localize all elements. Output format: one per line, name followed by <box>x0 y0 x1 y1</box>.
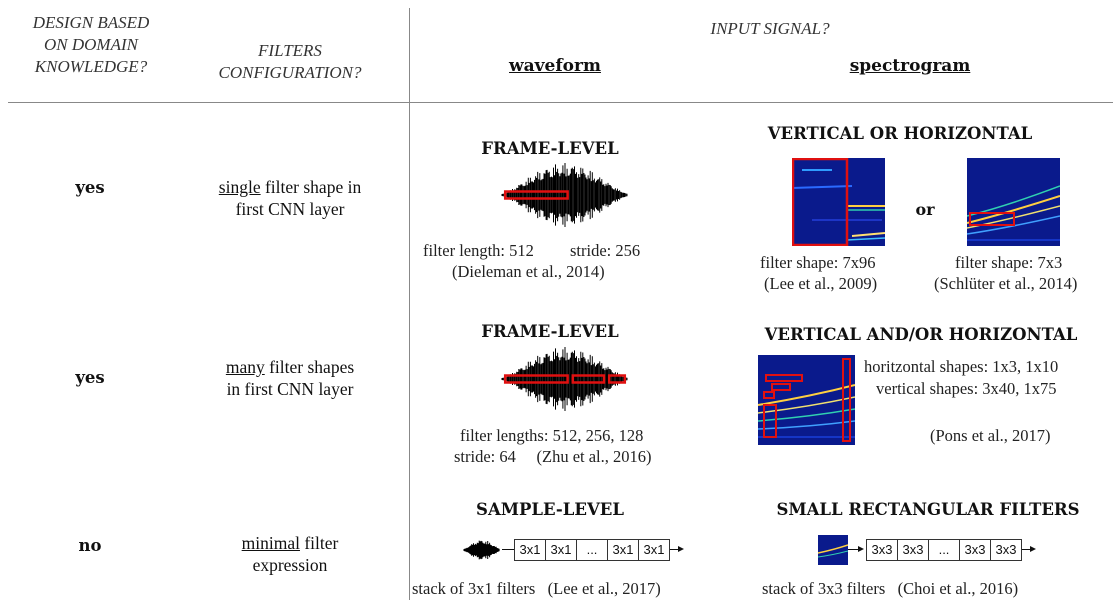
row3-wave-arrow-out <box>670 549 680 550</box>
row3-spec-title: SMALL RECTANGULAR FILTERS <box>776 500 1080 519</box>
row3-config-rest: filter <box>299 533 339 553</box>
row3-wave-cell: 3x1 <box>546 539 577 561</box>
row2-config-rest: filter shapes <box>264 357 355 377</box>
row3-mini-spectrogram <box>818 535 848 565</box>
row2-wave-note-a: filter lengths: 512, 256, 128 <box>460 426 644 445</box>
waveform-filter-box <box>503 374 569 384</box>
header-input-signal: INPUT SIGNAL? <box>710 19 830 38</box>
row3-mini-spectrogram-image <box>818 544 848 558</box>
row3-spec-cells: 3x3 3x3 ... 3x3 3x3 <box>866 539 1022 561</box>
column-divider <box>409 8 410 600</box>
row3-config-underlined: minimal <box>241 533 300 553</box>
row2-filter-v2 <box>842 358 851 442</box>
row1-config: single filter shape in first CNN layer <box>175 176 405 220</box>
row3-config-line2: expression <box>252 555 328 575</box>
row2-filter-h2 <box>771 383 791 391</box>
row3-wave-cells: 3x1 3x1 ... 3x1 3x1 <box>514 539 670 561</box>
row1-spec-or: or <box>915 200 935 219</box>
row1-spec-note2: filter shape: 7x3 <box>955 253 1063 272</box>
row1-wave-note-a: filter length: 512 <box>423 241 534 260</box>
row1-config-underlined: single <box>218 177 261 197</box>
row1-spectrogram-a-image <box>792 158 885 246</box>
row2-spec-v: vertical shapes: 3x40, 1x75 <box>876 379 1057 398</box>
row1-filter-small <box>969 212 1015 226</box>
row2-waveform <box>501 347 628 411</box>
row1-spectrogram-b <box>967 158 1060 246</box>
row3-spec-cell: 3x3 <box>866 539 898 561</box>
row3-domain: no <box>78 536 102 555</box>
waveform-filter-box <box>571 374 606 384</box>
row3-spec-arrow-head-in <box>858 546 864 552</box>
header-waveform: waveform <box>509 56 601 76</box>
row3-wave-cell: 3x1 <box>639 539 670 561</box>
row1-filter-vertical <box>792 158 849 246</box>
row1-config-rest: filter shape in <box>260 177 362 197</box>
row2-config-line2: in first CNN layer <box>226 379 354 399</box>
row3-spec-cell: 3x3 <box>991 539 1022 561</box>
header-spectrogram: spectrogram <box>849 56 971 76</box>
waveform-filter-box <box>607 374 627 384</box>
header-domain-knowledge: DESIGN BASED ON DOMAIN KNOWLEDGE? <box>32 13 150 76</box>
row1-wave-note-b: stride: 256 <box>570 241 641 260</box>
row2-spectrogram <box>758 355 855 445</box>
row3-config: minimal filter expression <box>175 532 405 576</box>
row3-wave-note: stack of 3x1 filters (Lee et al., 2017) <box>412 579 661 598</box>
row2-spectrogram-image <box>758 358 855 442</box>
row3-mini-waveform <box>463 540 500 560</box>
row3-spec-cell: 3x3 <box>898 539 929 561</box>
row1-domain: yes <box>75 178 105 197</box>
row2-wave-note-b: stride: 64 (Zhu et al., 2016) <box>454 447 652 466</box>
row2-filter-h3 <box>763 391 775 399</box>
row3-spec-cell: ... <box>929 539 960 561</box>
row3-spec-arrow-head-out <box>1030 546 1036 552</box>
waveform-trace <box>501 163 628 227</box>
row2-config: many filter shapes in first CNN layer <box>175 356 405 400</box>
row3-spec-arrow-in <box>848 549 860 550</box>
row3-spec-note: stack of 3x3 filters (Choi et al., 2016) <box>762 579 1019 598</box>
row2-filter-h1 <box>765 374 803 382</box>
row2-spec-ref: (Pons et al., 2017) <box>930 426 1051 445</box>
row2-spec-title: VERTICAL AND/OR HORIZONTAL <box>764 325 1078 344</box>
row1-spectrogram-b-image <box>967 185 1060 241</box>
row3-wave-cell: 3x1 <box>608 539 639 561</box>
waveform-trace <box>501 347 628 411</box>
row3-wave-title: SAMPLE-LEVEL <box>476 500 624 519</box>
row3-wave-cell: 3x1 <box>514 539 546 561</box>
row3-spec-cell: 3x3 <box>960 539 991 561</box>
row2-wave-title: FRAME-LEVEL <box>481 322 619 341</box>
row2-filter-v1 <box>763 404 777 438</box>
row1-wave-ref: (Dieleman et al., 2014) <box>452 262 605 281</box>
row3-wave-arrow-head <box>678 546 684 552</box>
row1-spec-note1: filter shape: 7x96 <box>760 253 876 272</box>
header-filters-configuration: FILTERS CONFIGURATION? <box>218 41 362 82</box>
row1-waveform <box>501 163 628 227</box>
row1-spectrogram-a <box>792 158 885 246</box>
row1-spec-ref1: (Lee et al., 2009) <box>764 274 878 293</box>
header-divider <box>8 102 1113 103</box>
row2-spec-h: horitzontal shapes: 1x3, 1x10 <box>864 357 1059 376</box>
waveform-trace <box>463 540 500 560</box>
row2-config-underlined: many <box>225 357 265 377</box>
row3-wave-cell: ... <box>577 539 608 561</box>
row1-config-line2: first CNN layer <box>235 199 345 219</box>
row3-wave-arrow-in <box>502 549 514 550</box>
row1-wave-title: FRAME-LEVEL <box>481 139 619 158</box>
row1-spec-ref2: (Schlüter et al., 2014) <box>934 274 1078 293</box>
row1-spec-title: VERTICAL OR HORIZONTAL <box>767 124 1033 143</box>
waveform-filter-box <box>503 190 569 200</box>
row3-spec-arrow-out <box>1022 549 1032 550</box>
row2-domain: yes <box>75 368 105 387</box>
